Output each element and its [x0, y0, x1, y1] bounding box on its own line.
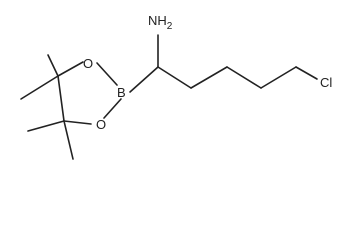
- bond-c-quaternary-top-c-quaternary-bottom: [57, 75, 65, 122]
- bond-chain-1: [157, 66, 192, 89]
- oxygen-top-label: O: [83, 56, 93, 71]
- bond-chain-3: [226, 66, 262, 89]
- bond-chain-cl: [295, 66, 318, 80]
- chlorine-label: Cl: [320, 75, 332, 90]
- bond-methyl-top-2: [20, 75, 59, 100]
- bond-c-quaternary-bottom-o-bottom: [63, 120, 92, 125]
- molecule-structure: NH2 B O O Cl: [20, 13, 332, 160]
- bond-methyl-top-1: [47, 54, 59, 77]
- boron-label: B: [117, 85, 126, 100]
- bond-b-o-top: [96, 62, 118, 86]
- bond-o-top-c-quaternary-top: [57, 61, 84, 77]
- bond-chain-2: [190, 66, 228, 89]
- molecule-canvas: NH2 B O O Cl: [20, 13, 333, 160]
- bond-chain-4: [260, 66, 297, 89]
- oxygen-bottom-label: O: [96, 117, 106, 132]
- amine-label-subscript: 2: [167, 21, 173, 32]
- bond-methyl-bottom-1: [27, 120, 65, 132]
- amine-label: NH2: [148, 13, 173, 32]
- bond-o-bottom-b: [103, 98, 122, 119]
- bond-methyl-bottom-2: [63, 120, 74, 160]
- bond-b-c-alpha: [129, 66, 159, 93]
- amine-label-main: NH: [148, 13, 167, 28]
